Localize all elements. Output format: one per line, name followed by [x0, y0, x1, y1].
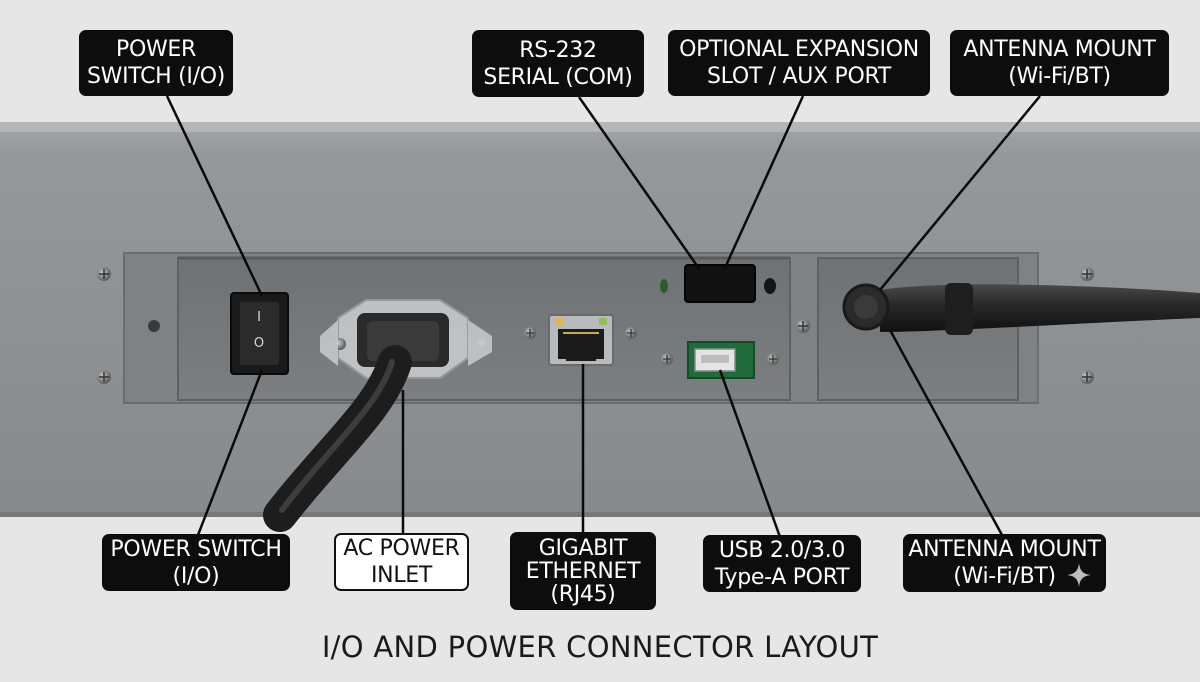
label-line: (Wi-Fi/BT) — [953, 564, 1056, 589]
label-line: Type-A PORT — [714, 564, 850, 590]
screw-icon — [661, 353, 673, 365]
label-line: GIGABIT — [538, 535, 628, 561]
screw-icon — [97, 267, 111, 281]
label-line: ANTENNA MOUNT — [963, 37, 1156, 62]
label-rs232: RS-232 SERIAL (COM) — [472, 30, 644, 97]
label-antenna-bottom: ANTENNA MOUNT (Wi-Fi/BT) — [903, 534, 1106, 592]
label-line: (RJ45) — [550, 581, 616, 607]
label-line: OPTIONAL EXPANSION — [679, 37, 919, 62]
label-line: ANTENNA MOUNT — [908, 537, 1101, 562]
screw-icon — [97, 370, 111, 384]
power-switch[interactable]: I O — [230, 292, 289, 375]
label-line: INLET — [370, 563, 433, 588]
label-gigabit-ethernet: GIGABIT ETHERNET (RJ45) — [510, 532, 656, 610]
label-usb-port: USB 2.0/3.0 Type-A PORT — [703, 535, 861, 592]
sparkle-icon — [1067, 563, 1091, 587]
screw-icon — [1080, 370, 1094, 384]
mounting-screws — [97, 267, 1094, 384]
leader-lines — [165, 95, 1041, 538]
label-line: ETHERNET — [525, 558, 641, 584]
label-line: SERIAL (COM) — [483, 64, 633, 90]
ac-power-inlet[interactable] — [263, 299, 492, 532]
label-line: SLOT / AUX PORT — [706, 64, 891, 89]
label-line: POWER SWITCH — [110, 536, 282, 562]
switch-on-symbol: I — [257, 310, 261, 325]
label-line: AC POWER — [343, 536, 460, 561]
serial-expansion-port[interactable] — [660, 264, 776, 303]
label-power-switch-top: POWER SWITCH (I/O) — [79, 30, 233, 96]
diagram-caption: I/O AND POWER CONNECTOR LAYOUT — [321, 630, 879, 664]
label-expansion-slot: OPTIONAL EXPANSION SLOT / AUX PORT — [668, 30, 930, 96]
label-line: USB 2.0/3.0 — [718, 537, 846, 563]
usb-port[interactable] — [687, 341, 755, 379]
screw-icon — [796, 319, 810, 333]
label-antenna-top: ANTENNA MOUNT (Wi-Fi/BT) — [950, 30, 1169, 96]
screw-icon — [148, 320, 160, 332]
ethernet-port[interactable] — [548, 314, 614, 366]
antenna[interactable] — [842, 283, 1200, 335]
label-ac-power-inlet: AC POWER INLET — [334, 533, 469, 591]
label-line: SWITCH (I/O) — [86, 64, 226, 89]
label-line: (Wi-Fi/BT) — [1008, 64, 1111, 89]
screw-icon — [767, 353, 779, 365]
label-line: POWER — [115, 37, 197, 62]
screw-icon — [1080, 267, 1094, 281]
label-power-switch-bottom: POWER SWITCH (I/O) — [102, 534, 290, 591]
screw-icon — [625, 327, 637, 339]
label-line: (I/O) — [172, 563, 220, 589]
screw-icon — [524, 327, 536, 339]
label-line: RS-232 — [519, 37, 597, 63]
switch-off-symbol: O — [254, 336, 264, 351]
